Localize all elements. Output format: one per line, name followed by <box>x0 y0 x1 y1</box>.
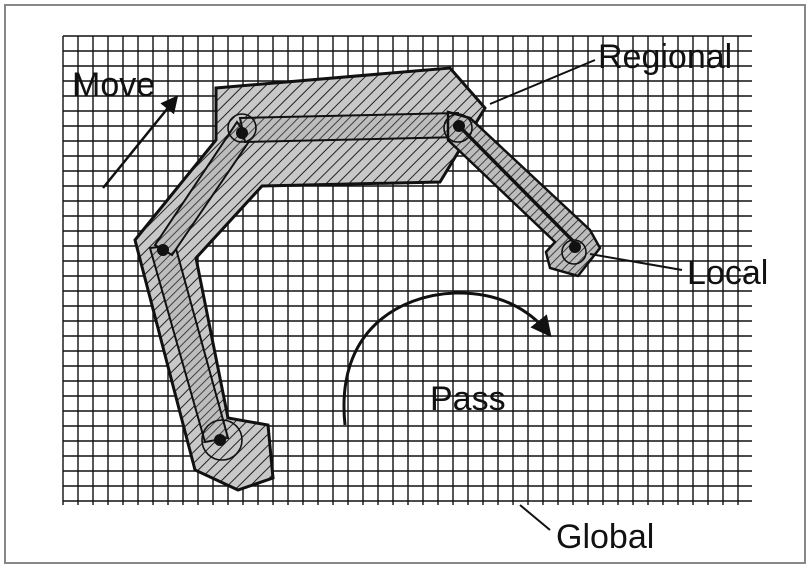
label-global: Global <box>556 518 655 556</box>
regional-leader <box>489 59 596 105</box>
wrist-joint <box>453 120 465 132</box>
shoulder-joint <box>236 127 248 139</box>
base-joint <box>214 434 226 446</box>
label-regional: Regional <box>598 38 733 76</box>
end-effector-ring <box>561 239 587 265</box>
local-leader <box>589 253 683 271</box>
elbow-joint <box>157 244 169 256</box>
label-pass: Pass <box>430 380 506 418</box>
wrist-joint-ring <box>443 113 473 143</box>
global-leader <box>519 504 551 531</box>
end-effector-joint <box>569 241 581 253</box>
top-link <box>238 111 464 144</box>
pass-arrow <box>342 291 552 426</box>
move-arrow <box>102 95 179 189</box>
forearm-line-2 <box>461 129 580 249</box>
forearm-line-1 <box>455 121 574 241</box>
shoulder-joint-ring <box>227 113 257 143</box>
label-move: Move <box>72 66 156 104</box>
base-joint-ring <box>201 419 243 461</box>
label-local: Local <box>687 254 769 292</box>
